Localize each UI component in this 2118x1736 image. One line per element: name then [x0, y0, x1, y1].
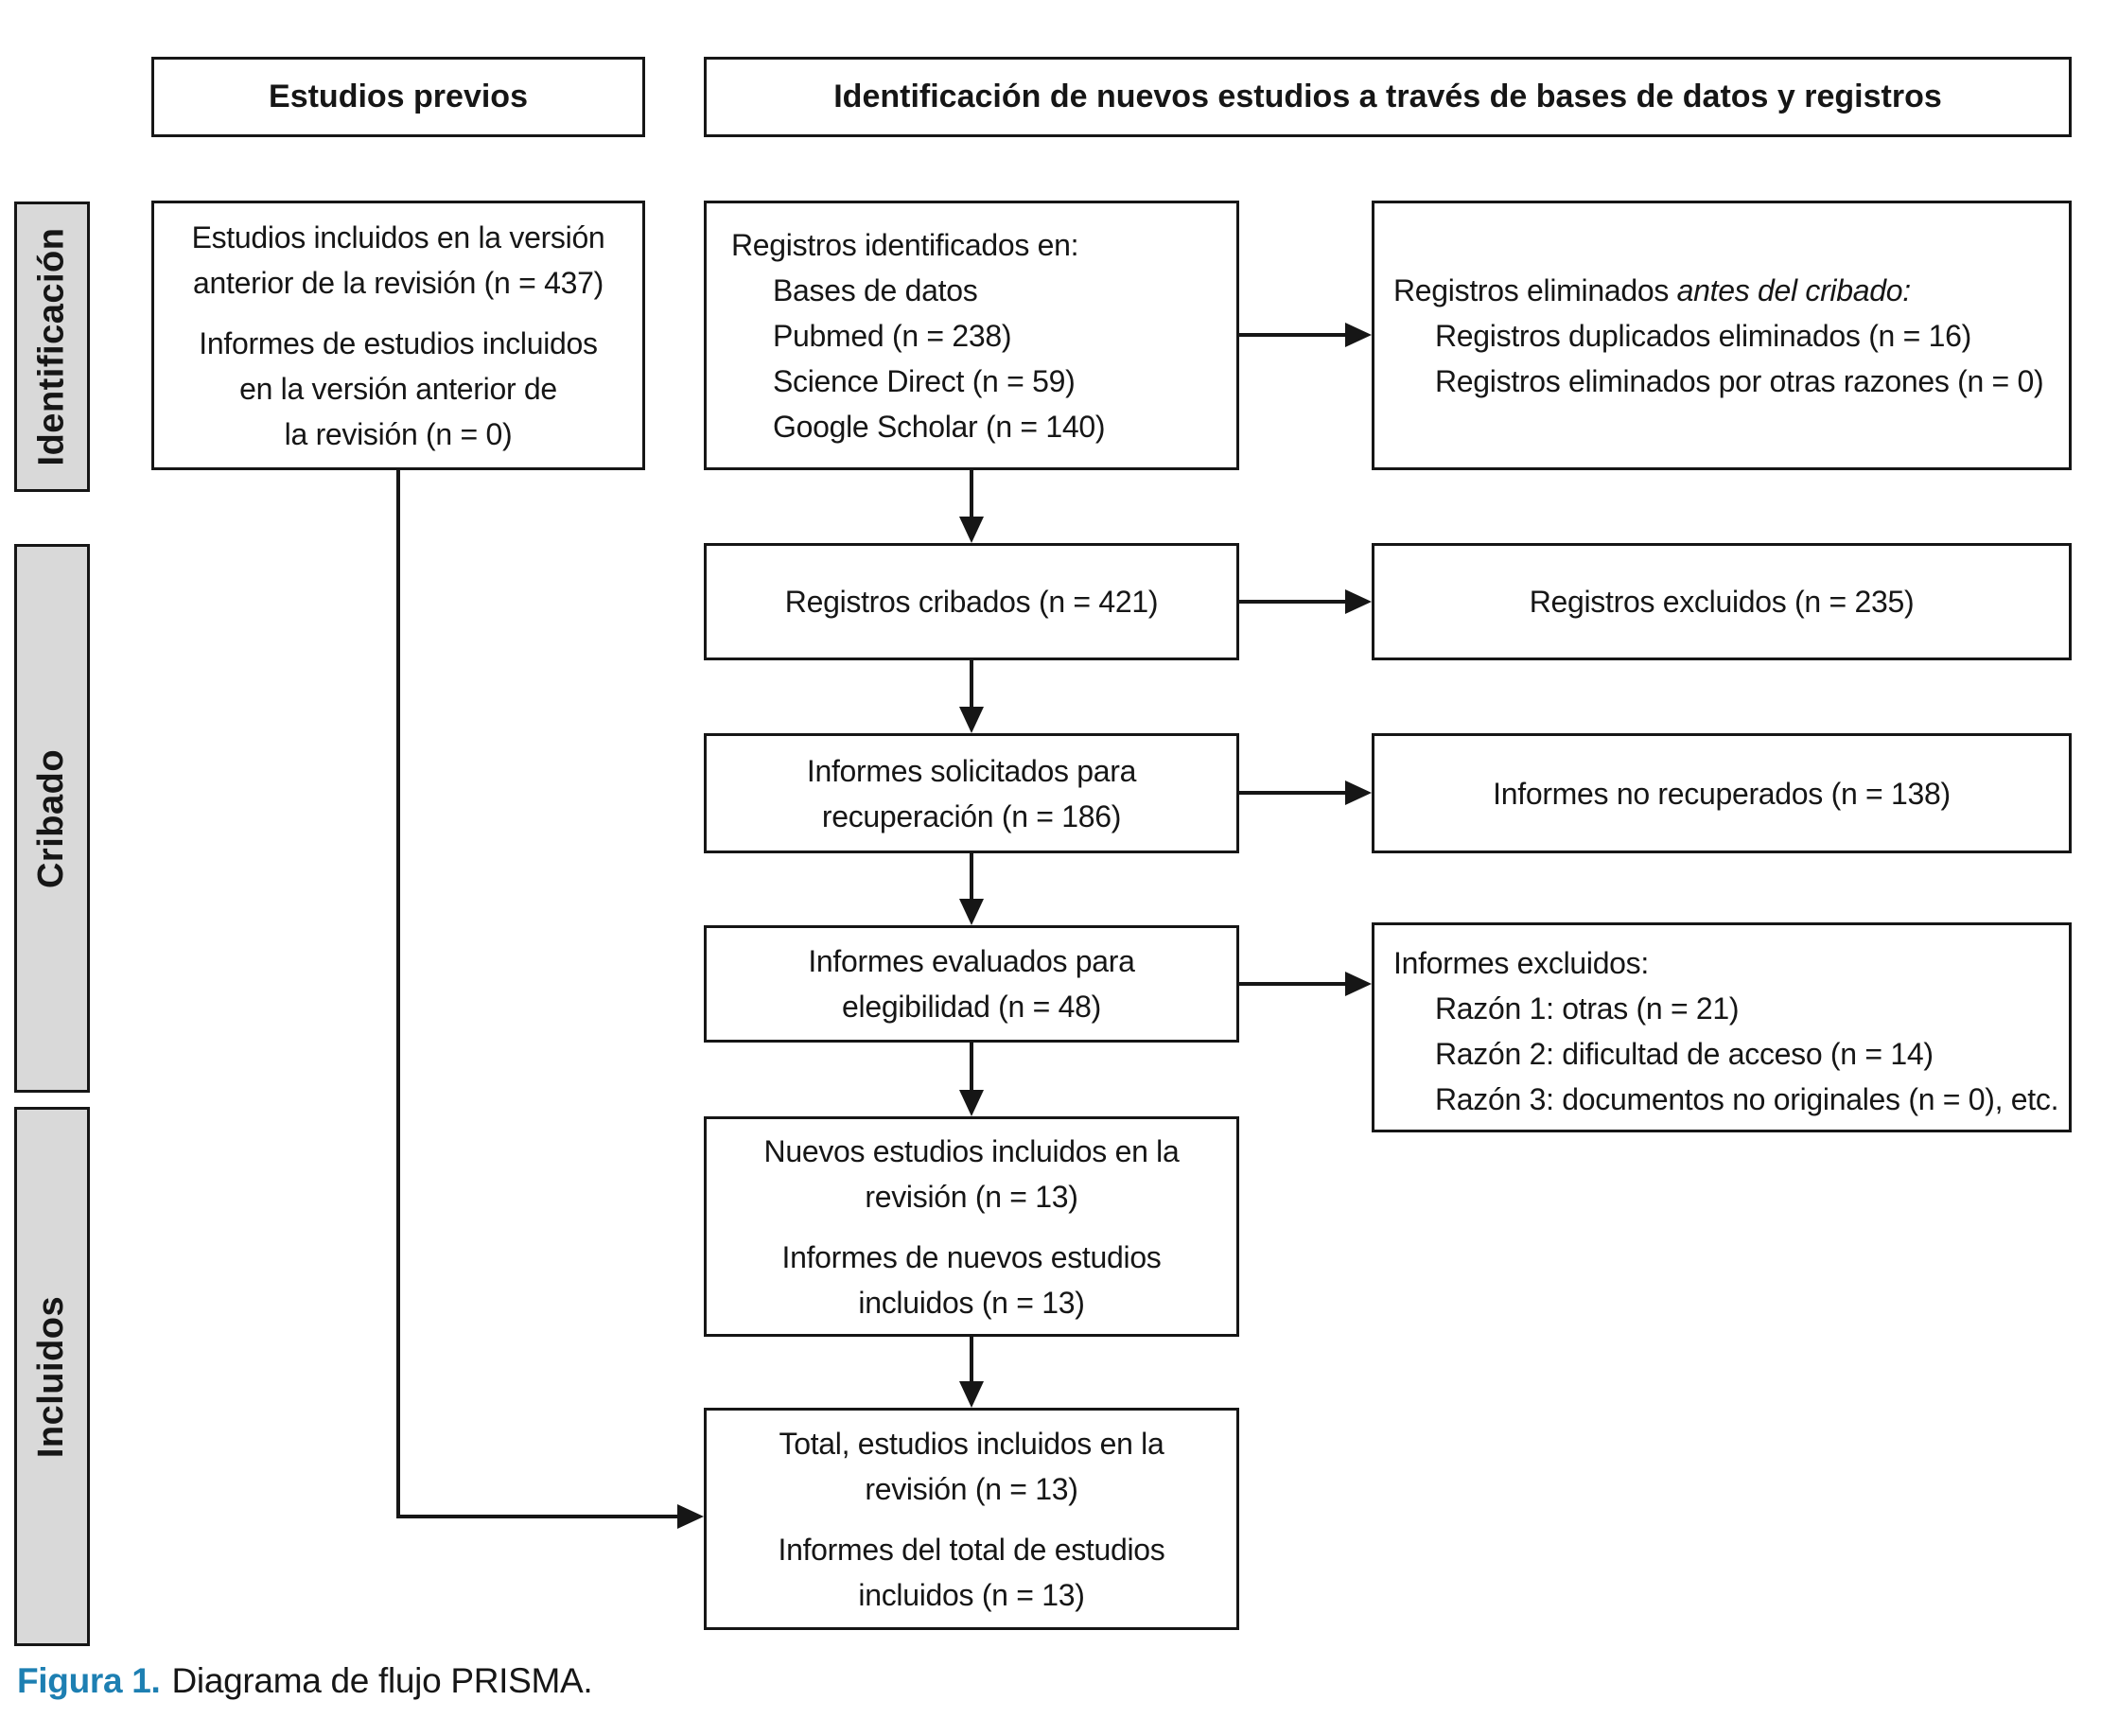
text-line: Nuevos estudios incluidos en la: [763, 1133, 1180, 1168]
connector-horizontal-segment: [396, 1515, 677, 1518]
title-normal: Registros eliminados: [1393, 272, 1677, 307]
arrowhead-right-icon: [1345, 972, 1372, 996]
arrow-shaft: [1239, 333, 1347, 337]
text-line: incluidos (n = 13): [858, 1577, 1085, 1612]
arrowhead-down-icon: [959, 899, 984, 925]
arrowhead-right-icon: [1345, 780, 1372, 805]
box-records-identified: Registros identificados en: Bases de dat…: [704, 201, 1239, 470]
stage-label-identification: Identificación: [31, 227, 72, 466]
figure-caption: Figura 1. Diagrama de flujo PRISMA.: [17, 1661, 593, 1701]
arrow-shaft: [1239, 982, 1347, 986]
title-italic: antes del cribado:: [1676, 272, 1912, 307]
caption-label: Figura 1.: [17, 1661, 161, 1700]
text-line: Estudios incluidos en la versión: [191, 219, 605, 254]
text-line: recuperación (n = 186): [821, 798, 1122, 833]
box-total-included: Total, estudios incluidos en la revisión…: [704, 1408, 1239, 1630]
header-previous-studies: Estudios previos: [151, 57, 645, 137]
arrow-shaft: [1239, 600, 1347, 604]
list-item: Google Scholar (n = 140): [773, 409, 1106, 444]
arrow-shaft: [970, 470, 973, 518]
connector-vertical-segment: [396, 470, 400, 1518]
text-line: anterior de la revisión (n = 437): [193, 265, 604, 300]
text-line: Informes de nuevos estudios: [781, 1239, 1162, 1274]
arrowhead-down-icon: [959, 1090, 984, 1116]
arrow-shaft: [970, 853, 973, 901]
list-item: Registros eliminados por otras razones (…: [1435, 363, 2044, 398]
arrowhead-right-icon: [677, 1504, 704, 1529]
box-reports-not-retrieved: Informes no recuperados (n = 138): [1372, 733, 2072, 853]
caption-text: Diagrama de flujo PRISMA.: [171, 1661, 593, 1700]
list-item: Registros duplicados eliminados (n = 16): [1435, 318, 1971, 353]
box-reports-assessed: Informes evaluados para elegibilidad (n …: [704, 925, 1239, 1043]
paragraph: Estudios incluidos en la versión anterio…: [192, 215, 605, 306]
text-line: incluidos (n = 13): [858, 1285, 1085, 1320]
list-item: Pubmed (n = 238): [773, 318, 1012, 353]
text-line: elegibilidad (n = 48): [842, 990, 1101, 1024]
arrowhead-right-icon: [1345, 323, 1372, 347]
box-title: Registros identificados en:: [731, 227, 1079, 262]
stage-bar-included: Incluidos: [14, 1107, 90, 1646]
text-line: Informes del total de estudios: [778, 1532, 1165, 1567]
text-line: Informes de estudios incluidos: [199, 325, 598, 360]
box-previous-version: Estudios incluidos en la versión anterio…: [151, 201, 645, 470]
header-new-studies: Identificación de nuevos estudios a trav…: [704, 57, 2072, 137]
arrow-shaft: [1239, 791, 1347, 795]
list-item: Razón 3: documentos no originales (n = 0…: [1435, 1082, 2059, 1116]
arrow-shaft: [970, 660, 973, 709]
paragraph: Informes del total de estudios incluidos…: [778, 1527, 1164, 1618]
arrow-shaft: [970, 1337, 973, 1383]
box-title: Informes excluidos:: [1393, 946, 1649, 980]
box-reports-excluded: Informes excluidos: Razón 1: otras (n = …: [1372, 922, 2072, 1132]
paragraph: Nuevos estudios incluidos en la revisión…: [764, 1129, 1180, 1219]
text-line: revisión (n = 13): [865, 1179, 1078, 1214]
arrowhead-down-icon: [959, 517, 984, 543]
box-records-screened: Registros cribados (n = 421): [704, 543, 1239, 660]
stage-bar-screening: Cribado: [14, 544, 90, 1093]
arrowhead-down-icon: [959, 1381, 984, 1408]
arrowhead-down-icon: [959, 707, 984, 733]
text-line: Total, estudios incluidos en la: [779, 1426, 1164, 1461]
stage-label-included: Incluidos: [31, 1295, 72, 1458]
stage-label-screening: Cribado: [31, 748, 72, 888]
arrow-shaft: [970, 1043, 973, 1092]
box-records-removed: Registros eliminados antes del cribado: …: [1372, 201, 2072, 470]
text-line: revisión (n = 13): [865, 1471, 1078, 1506]
paragraph: Total, estudios incluidos en la revisión…: [779, 1421, 1164, 1512]
box-reports-sought: Informes solicitados para recuperación (…: [704, 733, 1239, 853]
list-item: Science Direct (n = 59): [773, 363, 1076, 398]
list-item: Razón 2: dificultad de acceso (n = 14): [1435, 1037, 1934, 1071]
box-title: Registros eliminados antes del cribado:: [1393, 268, 2069, 313]
paragraph: Informes de nuevos estudios incluidos (n…: [781, 1235, 1161, 1325]
text-line: Informes evaluados para: [808, 944, 1135, 978]
stage-bar-identification: Identificación: [14, 202, 90, 492]
box-records-excluded: Registros excluidos (n = 235): [1372, 543, 2072, 660]
text-line: Informes solicitados para: [806, 753, 1137, 788]
paragraph: Informes de estudios incluidos en la ver…: [199, 321, 598, 457]
list-item: Razón 1: otras (n = 21): [1435, 991, 1740, 1026]
list-item: Bases de datos: [773, 272, 978, 307]
box-new-studies-included: Nuevos estudios incluidos en la revisión…: [704, 1116, 1239, 1337]
arrowhead-right-icon: [1345, 589, 1372, 614]
text-line: la revisión (n = 0): [284, 416, 513, 451]
text-line: en la versión anterior de: [239, 371, 557, 406]
